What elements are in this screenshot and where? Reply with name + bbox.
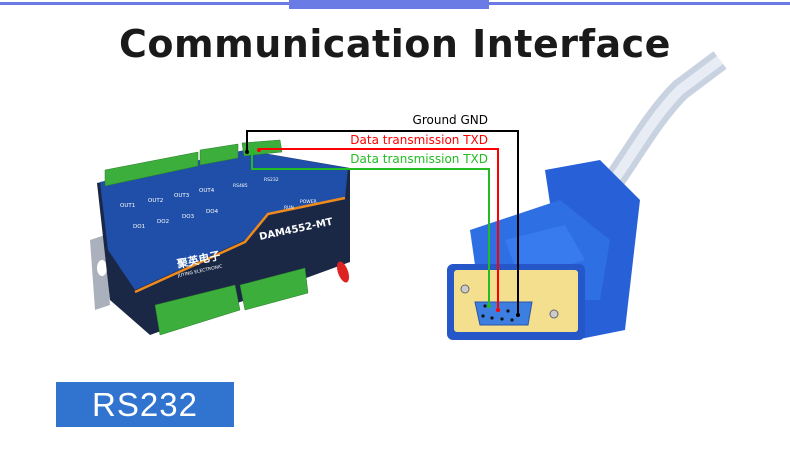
device-label-rs232: RS232 (264, 177, 279, 183)
page-title: Communication Interface (119, 22, 671, 66)
device-label-out1: OUT1 (120, 203, 135, 209)
device-label-rs485: RS485 (233, 183, 248, 189)
device-label-out4: OUT4 (199, 188, 215, 194)
db9-connector (447, 160, 640, 340)
wire-label-txd-green: Data transmission TXD (350, 152, 488, 166)
device-label-do2: DO2 (157, 219, 169, 225)
device-label-power: POWER (300, 199, 317, 205)
wire-gnd (246, 130, 519, 315)
device-label-run: RUN (284, 205, 294, 211)
top-divider-tab (289, 0, 489, 9)
wire-label-gnd: Ground GND (412, 113, 488, 127)
interface-badge: RS232 (56, 382, 234, 427)
device-label-do4: DO4 (206, 209, 219, 215)
device-label-do1: DO1 (133, 224, 145, 230)
wire-label-txd-red: Data transmission TXD (350, 133, 488, 147)
device-label-out3: OUT3 (174, 193, 190, 199)
wire-txd-green (251, 152, 490, 306)
device-label-out2: OUT2 (148, 198, 163, 204)
dam4552-device: OUT1 OUT2 OUT3 OUT4 DO1 DO2 DO3 DO4 RS48… (90, 139, 350, 336)
device-label-do3: DO3 (182, 214, 195, 220)
